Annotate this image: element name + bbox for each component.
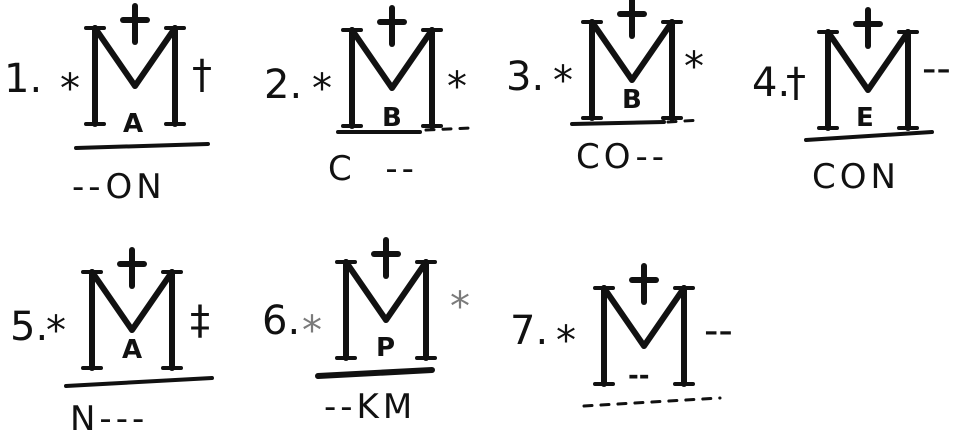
legend-text: CO--	[576, 137, 668, 177]
left-symbol: *	[46, 308, 66, 354]
mark-number: 4.	[752, 60, 790, 106]
left-symbol: *	[553, 58, 573, 104]
inner-letter: B	[622, 85, 642, 115]
right-symbol: †	[192, 52, 212, 98]
base-line	[64, 376, 214, 388]
mark-1: 1. * A † --ON	[4, 6, 212, 207]
base-line-dashed	[424, 126, 472, 132]
legend-text: C --	[328, 149, 418, 189]
mark-number: 6.	[262, 298, 300, 344]
mark-6: 6. * P * --KM	[262, 240, 470, 427]
right-symbol: *	[684, 44, 704, 90]
right-symbol: --	[922, 46, 951, 92]
base-line-dashed	[666, 118, 702, 124]
inner-letter: P	[376, 333, 395, 363]
left-symbol: †	[786, 60, 806, 106]
inner-letter: A	[122, 335, 142, 365]
inner-letter: B	[382, 103, 402, 133]
base-line	[804, 130, 934, 142]
left-symbol: *	[312, 66, 332, 112]
legend-text: N---	[70, 399, 148, 439]
legend-text: --KM	[324, 387, 416, 427]
right-symbol: ‡	[190, 298, 210, 344]
mark-7: 7. * -- --	[510, 266, 733, 408]
inner-letter: Ε	[856, 103, 874, 133]
mark-number: 1.	[4, 56, 42, 102]
legend-text: CON	[812, 157, 900, 197]
right-symbol: *	[447, 64, 467, 110]
mark-number: 7.	[510, 308, 548, 354]
legend-text: --ON	[72, 167, 166, 207]
left-symbol: *	[302, 308, 322, 354]
inner-letter: A	[123, 109, 143, 139]
left-symbol: *	[556, 318, 576, 364]
base-line-dashed	[582, 396, 722, 408]
right-symbol: *	[450, 284, 470, 330]
mark-5: 5. * A ‡ N---	[10, 250, 214, 439]
base-line	[570, 120, 666, 126]
mark-4: 4. † Ε -- CON	[752, 10, 951, 197]
mark-3: 3. * B * CO--	[506, 0, 704, 177]
mark-2: 2. * B * C --	[264, 8, 472, 189]
left-symbol: *	[60, 66, 80, 112]
base-line	[74, 142, 210, 150]
right-symbol: --	[704, 308, 733, 354]
mark-number: 3.	[506, 54, 544, 100]
mark-number: 5.	[10, 304, 48, 350]
mark-number: 2.	[264, 62, 302, 108]
m-monogram	[86, 6, 184, 124]
base-line	[315, 367, 435, 379]
inner-letter: --	[628, 361, 650, 391]
